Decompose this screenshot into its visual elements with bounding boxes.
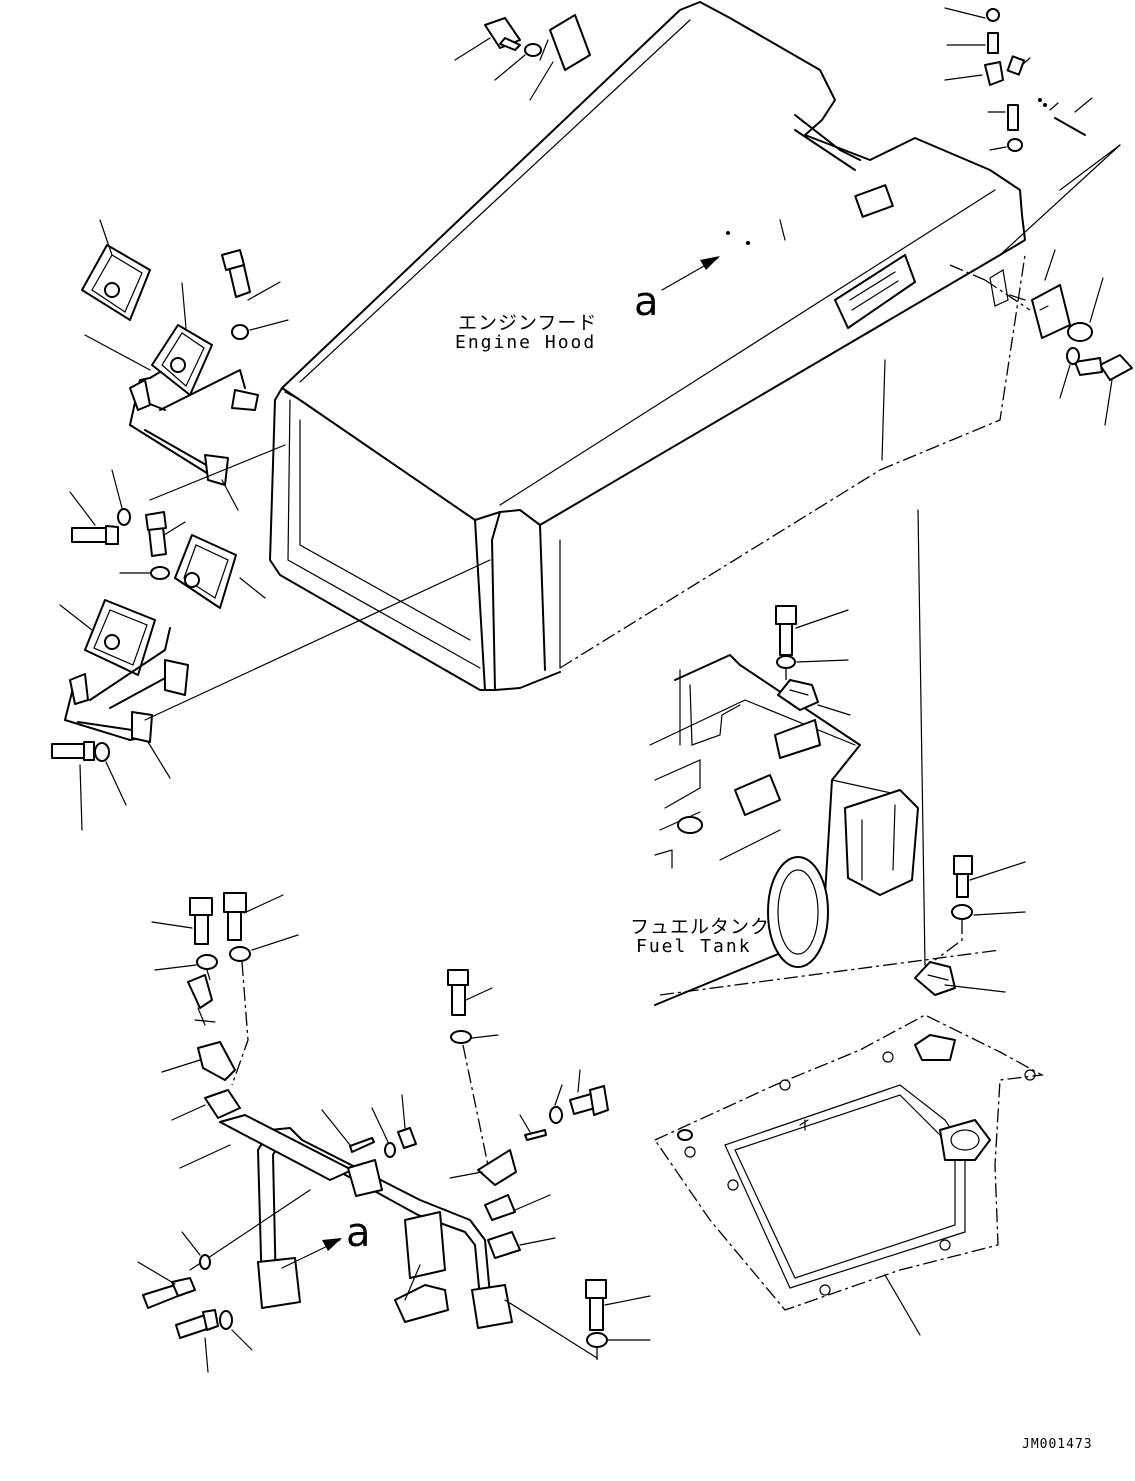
small-parts-column [944,7,1093,152]
bolt [221,249,281,301]
bolt [175,1309,219,1373]
washer [494,43,542,81]
pin [519,1114,547,1141]
view-arrow-lower [281,1238,342,1269]
bolt [447,969,493,1016]
view-arrow-upper [661,256,720,291]
washer [229,934,299,962]
bolt [145,511,186,557]
washer [371,1107,396,1158]
bolt [585,1279,651,1331]
clamp [484,1194,551,1221]
washer [1059,347,1080,399]
washer [586,1332,651,1348]
bracket [777,679,851,716]
washer [94,742,127,806]
mirror-upper-rear [81,219,151,321]
grease-fitting [187,974,216,1026]
bracket [449,1149,517,1186]
fuel-tank [649,654,1001,1006]
mirror-lower-rear [59,599,156,676]
washer [231,319,289,340]
bracket [914,961,1006,996]
washer [219,1310,253,1351]
view-ref-label-lower: a [346,1210,371,1256]
pin [321,1109,375,1153]
drawing-code: JM001473 [1022,1437,1093,1452]
nut [397,1094,417,1149]
engine-hood-label-jp: エンジンフード [458,312,598,334]
side-plate [949,249,1071,339]
bolt [137,1261,196,1309]
mirror-upper-front [151,282,213,396]
fuel-tank-label-jp: フュエルタンク [630,916,771,938]
bolt [1074,354,1133,426]
engine-hood [269,1,1026,691]
bolt [569,1069,609,1116]
bolt [953,855,1026,898]
bolt [454,17,521,61]
view-ref-label-upper: a [634,279,659,325]
under-cover [654,1014,1045,1336]
handrail [179,1114,513,1329]
washer [111,469,131,526]
washer [776,655,849,669]
washer [549,1084,563,1124]
bolt [223,892,284,941]
engine-hood-label-en: Engine Hood [455,332,597,353]
mirror-stay-upper [129,369,259,511]
cap [1067,277,1104,342]
mirror-lower-front [174,534,266,609]
clamp [161,1041,236,1081]
washer [450,1030,499,1044]
fuel-tank-label-en: Fuel Tank [636,936,752,957]
washer [154,954,218,971]
bolt [775,605,849,656]
bolt [151,897,213,945]
clamp [487,1231,556,1259]
top-cover-plate [539,14,591,71]
washer [119,566,170,580]
washer [951,904,1026,920]
washer [181,1231,211,1270]
bolt [51,741,95,831]
clamp [171,1089,241,1121]
mirror-stay-lower [64,627,189,779]
bolt [69,491,119,545]
